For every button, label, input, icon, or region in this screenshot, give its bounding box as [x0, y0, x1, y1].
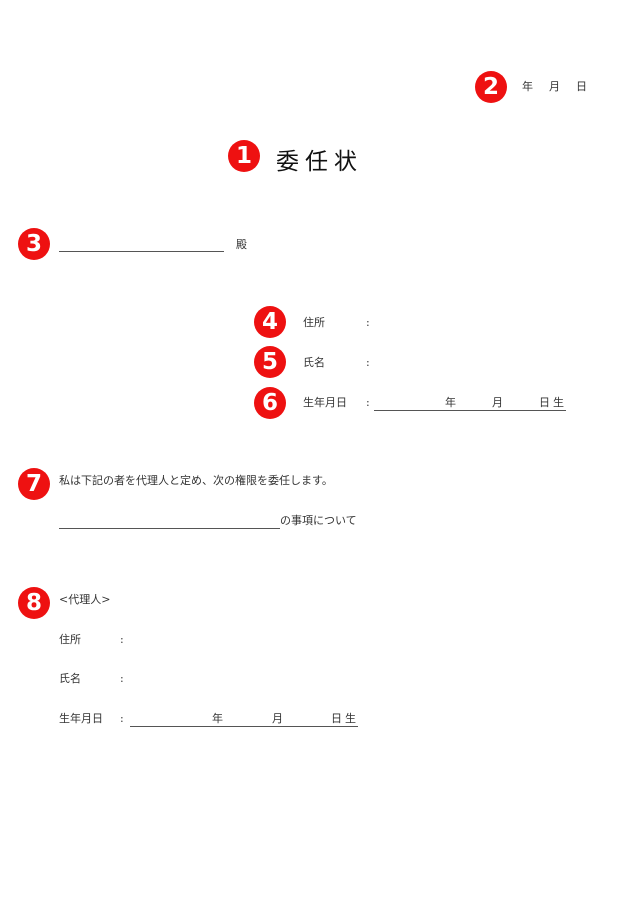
principal-name-field[interactable]	[374, 352, 574, 372]
badge-3: 3	[18, 228, 50, 260]
agent-name-field[interactable]	[130, 669, 360, 689]
badge-2: 2	[475, 71, 507, 103]
principal-address-field[interactable]	[374, 312, 574, 332]
principal-birth-year: 年	[445, 396, 456, 409]
principal-birth-day-char: 日	[539, 396, 550, 409]
principal-birth-colon: :	[366, 396, 370, 409]
agent-address-field[interactable]	[130, 630, 360, 650]
agent-address-label: 住所	[59, 633, 81, 646]
agent-name-label: 氏名	[59, 672, 81, 685]
principal-birth-day: 日生	[539, 396, 564, 410]
agent-birth-day-char: 日	[331, 712, 342, 725]
badge-1: 1	[228, 140, 260, 172]
badge-7: 7	[18, 468, 50, 500]
matter-suffix: の事項について	[280, 514, 357, 527]
agent-birth-colon: :	[120, 712, 124, 725]
page-title: 委任状	[276, 149, 363, 175]
agent-name-colon: :	[120, 672, 124, 685]
agent-birth-year: 年	[212, 712, 223, 725]
principal-name-colon: :	[366, 356, 370, 369]
recipient-suffix: 殿	[236, 238, 247, 251]
agent-address-colon: :	[120, 633, 124, 646]
date-day: 日	[576, 80, 587, 93]
date-line: 年月日	[522, 80, 587, 94]
agent-birth-field[interactable]	[130, 726, 358, 727]
agent-birth-label: 生年月日	[59, 712, 103, 725]
date-year: 年	[522, 80, 533, 93]
date-month: 月	[549, 80, 560, 93]
agent-birth-month: 月	[272, 712, 283, 725]
principal-address-colon: :	[366, 316, 370, 329]
principal-birth-label: 生年月日	[303, 396, 347, 409]
matter-field[interactable]	[59, 528, 280, 529]
principal-birth-suffix: 生	[553, 396, 564, 409]
principal-birth-field[interactable]	[374, 410, 566, 411]
principal-address-label: 住所	[303, 316, 325, 329]
agent-birth-suffix: 生	[345, 712, 356, 725]
principal-name-label: 氏名	[303, 356, 325, 369]
badge-5: 5	[254, 346, 286, 378]
principal-birth-month: 月	[492, 396, 503, 409]
badge-4: 4	[254, 306, 286, 338]
badge-8: 8	[18, 587, 50, 619]
recipient-name-field[interactable]	[59, 251, 224, 252]
delegation-statement: 私は下記の者を代理人と定め、次の権限を委任します。	[59, 474, 333, 487]
agent-heading: <代理人>	[59, 593, 111, 606]
badge-6: 6	[254, 387, 286, 419]
agent-birth-day: 日生	[331, 712, 356, 726]
